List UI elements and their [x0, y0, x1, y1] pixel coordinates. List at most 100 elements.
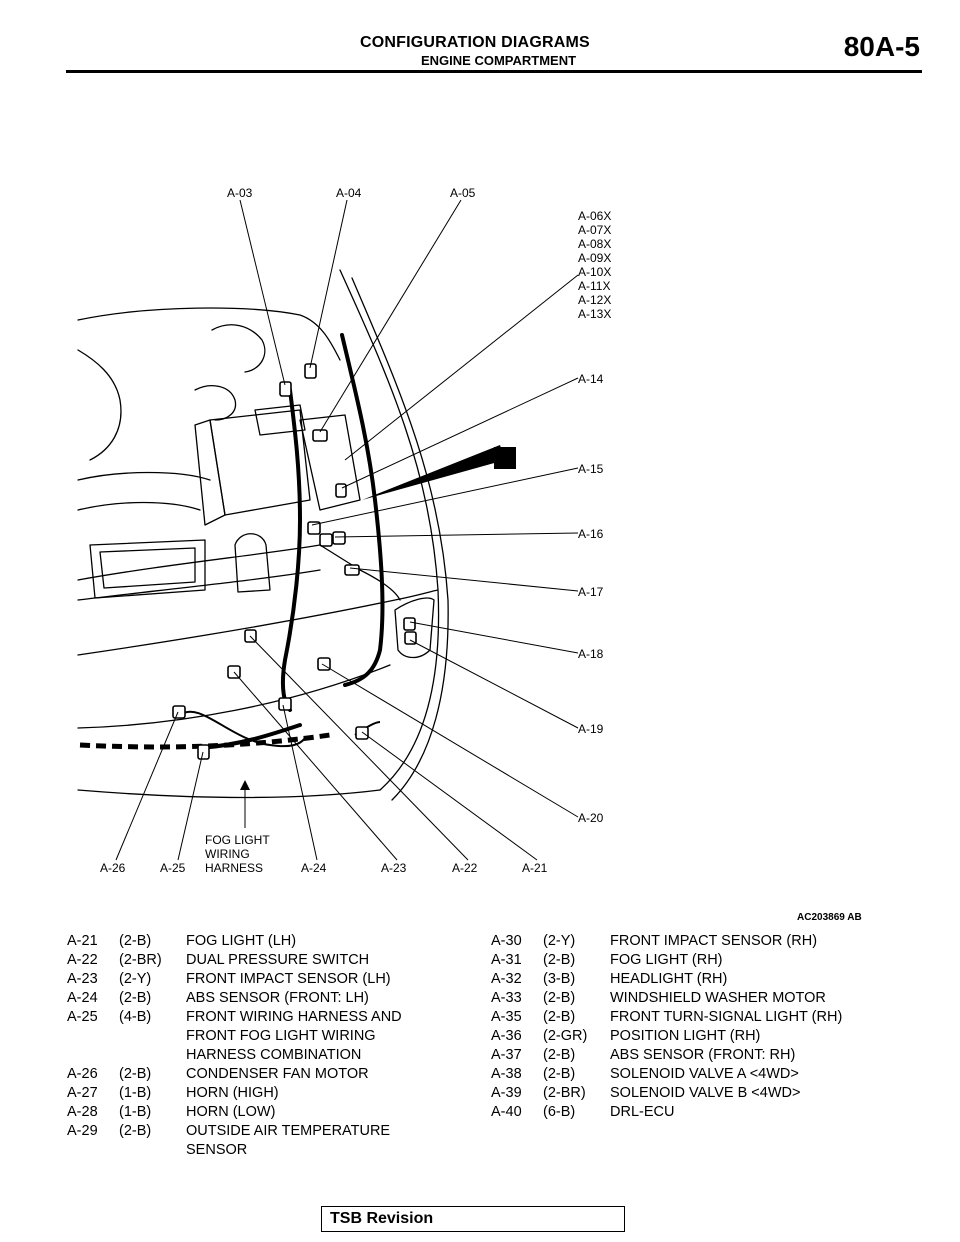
figure-code: AC203869 AB	[797, 912, 862, 923]
legend-code: A-40	[491, 1104, 522, 1120]
legend-row: HARNESS COMBINATION	[67, 1046, 402, 1065]
legend-desc: SOLENOID VALVE B <4WD>	[610, 1085, 801, 1101]
brake-fluid-cap	[194, 385, 237, 421]
legend-wire: (2-B)	[543, 990, 576, 1006]
engine-compartment-diagram: 6 A-03 A-04 A-05 A-06X A-07X A-08X A-09X…	[77, 186, 611, 875]
legend-code: A-30	[491, 933, 522, 949]
label-a04: A-04	[336, 186, 362, 200]
brake-master	[211, 324, 266, 373]
legend-desc: DRL-ECU	[610, 1104, 675, 1120]
label-a07x: A-07X	[578, 223, 611, 237]
legend-row: A-21(2-B)FOG LIGHT (LH)	[67, 932, 402, 951]
legend-desc: CONDENSER FAN MOTOR	[186, 1066, 369, 1082]
legend-code: A-27	[67, 1085, 98, 1101]
legend-code: A-32	[491, 971, 522, 987]
legend-wire: (2-GR)	[543, 1028, 588, 1044]
legend-row: A-24(2-B)ABS SENSOR (FRONT: LH)	[67, 989, 402, 1008]
legend-desc: HORN (HIGH)	[186, 1085, 279, 1101]
air-cleaner	[89, 539, 206, 599]
legend-row: A-26 (2-B) CONDENSER FAN MOTOR	[67, 1065, 402, 1084]
fog-harness-arrow-icon	[240, 780, 250, 790]
legend-desc: ABS SENSOR (FRONT: LH)	[186, 990, 369, 1006]
callout-pointer	[362, 445, 505, 500]
coolant-reservoir	[234, 533, 271, 593]
legend-desc: ABS SENSOR (FRONT: RH)	[610, 1047, 796, 1063]
connector-a24	[278, 697, 292, 711]
legend-desc: FRONT WIRING HARNESS AND	[186, 1009, 402, 1025]
legend-desc: HEADLIGHT (RH)	[610, 971, 728, 987]
legend-wire	[119, 1027, 186, 1046]
connectors	[172, 363, 417, 760]
legend-code: A-23	[67, 971, 98, 987]
harness-left	[280, 388, 303, 712]
legend-wire	[119, 1141, 186, 1160]
legend-row: A-25(4-B)FRONT WIRING HARNESS AND	[67, 1008, 402, 1027]
connector-a16a	[319, 533, 333, 547]
legend-wire: (1-B)	[119, 1104, 152, 1120]
connector-a19	[404, 631, 417, 645]
legend-desc: WINDSHIELD WASHER MOTOR	[610, 990, 826, 1006]
bumper-top	[77, 589, 439, 656]
legend-right: A-30(2-Y)FRONT IMPACT SENSOR (RH)A-31(2-…	[491, 932, 842, 1122]
legend-code: A-26	[67, 1066, 98, 1082]
label-a15: A-15	[578, 462, 604, 476]
bumper-bottom	[77, 789, 381, 799]
legend-row: A-28(1-B)HORN (LOW)	[67, 1103, 402, 1122]
legend-desc: DUAL PRESSURE SWITCH	[186, 952, 370, 968]
label-a14: A-14	[578, 372, 604, 386]
legend-row: A-38(2-B)SOLENOID VALVE A <4WD>	[491, 1065, 842, 1084]
fuse-cover	[254, 404, 306, 436]
label-a21: A-21	[522, 861, 548, 875]
wiring-harness	[198, 333, 385, 750]
legend-left: A-21(2-B)FOG LIGHT (LH)A-22(2-BR)DUAL PR…	[67, 932, 402, 1160]
battery-side	[194, 419, 226, 526]
legend-code: A-28	[67, 1104, 98, 1120]
legend-desc: FRONT FOG LIGHT WIRING	[186, 1028, 376, 1044]
legend-wire: (3-B)	[543, 971, 576, 987]
legend-wire	[119, 1046, 186, 1065]
legend-desc: OUTSIDE AIR TEMPERATURE	[186, 1123, 391, 1139]
legend-wire: (2-B)	[543, 1066, 576, 1082]
connector-a03	[279, 381, 292, 397]
label-a09x: A-09X	[578, 251, 611, 265]
legend-code: A-22	[67, 952, 98, 968]
legend-row: A-22(2-BR)DUAL PRESSURE SWITCH	[67, 951, 402, 970]
label-a22: A-22	[452, 861, 478, 875]
legend-row: SENSOR	[67, 1141, 402, 1160]
connector-a16b	[332, 531, 346, 545]
label-a16: A-16	[578, 527, 604, 541]
legend-row: A-35(2-B)FRONT TURN-SIGNAL LIGHT (RH)	[491, 1008, 842, 1027]
connector-a15	[307, 521, 321, 535]
connector-a14	[335, 483, 347, 498]
label-a11x: A-11X	[578, 279, 610, 293]
legend-code: A-29	[67, 1123, 98, 1139]
legend-wire: (1-B)	[119, 1085, 152, 1101]
label-a13x: A-13X	[578, 307, 611, 321]
radiator-support	[77, 544, 401, 601]
legend-wire: (2-B)	[119, 1123, 152, 1139]
legend-wire: (2-B)	[119, 990, 152, 1006]
legend-wire: (2-B)	[119, 1066, 152, 1082]
fog-label-line2: WIRING	[205, 847, 250, 861]
grille-line	[77, 664, 391, 729]
connector-a25	[197, 744, 210, 760]
hood-line	[77, 307, 341, 361]
legend-row: A-29 (2-B) OUTSIDE AIR TEMPERATURE	[67, 1122, 402, 1141]
label-a25: A-25	[160, 861, 186, 875]
label-a10x: A-10X	[578, 265, 611, 279]
legend-code: A-36	[491, 1028, 522, 1044]
legend-wire: (2-BR)	[543, 1085, 586, 1101]
legend-code: A-33	[491, 990, 522, 1006]
legend-wire: (2-B)	[543, 1009, 576, 1025]
page-number: 80A-5	[843, 31, 920, 62]
header-rule	[66, 70, 922, 73]
legend-wire: (6-B)	[543, 1104, 576, 1120]
label-a17: A-17	[578, 585, 604, 599]
label-a18: A-18	[578, 647, 604, 661]
callout-badge-box	[494, 447, 516, 469]
legend-row: A-33 (2-B) WINDSHIELD WASHER MOTOR	[491, 989, 842, 1008]
label-a24: A-24	[301, 861, 327, 875]
legend-desc: SENSOR	[186, 1142, 248, 1158]
fender-outer	[339, 269, 440, 791]
legend-code	[67, 1141, 119, 1160]
